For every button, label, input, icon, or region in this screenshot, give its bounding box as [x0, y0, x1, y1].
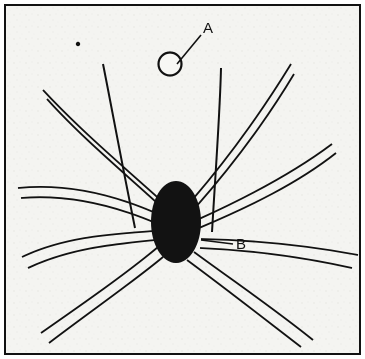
egg-sac — [159, 53, 182, 76]
small-dot — [76, 42, 80, 46]
label-b: B — [236, 236, 246, 253]
label-a: A — [203, 20, 213, 37]
spider-body — [151, 181, 201, 263]
